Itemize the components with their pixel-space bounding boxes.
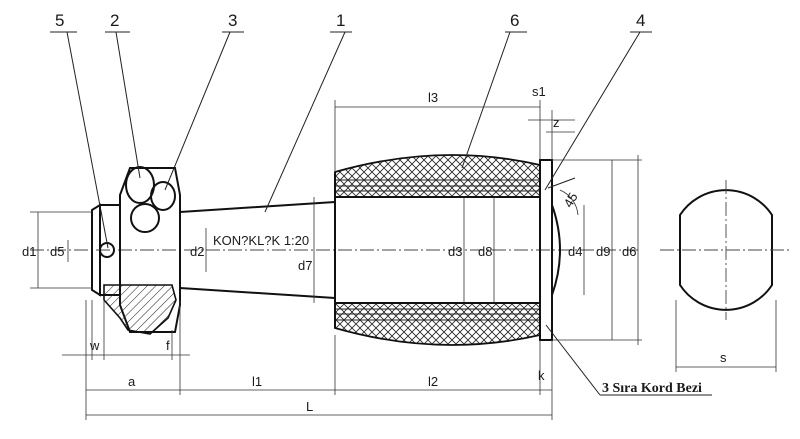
leaders (50, 31, 652, 249)
dim-f: f (166, 338, 170, 353)
dim-a: a (128, 374, 136, 389)
dim-z: z (553, 115, 560, 130)
dim-k: k (538, 368, 545, 383)
dim-d3: d3 (448, 244, 462, 259)
dim-d5: d5 (50, 244, 64, 259)
nut-section-hatch (103, 284, 177, 335)
dim-s: s (720, 350, 727, 365)
dim-s1: s1 (532, 84, 546, 99)
dim-d2: d2 (190, 244, 204, 259)
dim-d7: d7 (298, 258, 312, 273)
rubber-bottom (334, 302, 541, 346)
bushing-body (334, 154, 576, 346)
dim-d6: d6 (622, 244, 636, 259)
part-number-6: 6 (510, 11, 519, 30)
tapered-shaft (179, 201, 336, 299)
vertical-dimension-lines (30, 155, 642, 345)
dim-l2: l2 (428, 374, 438, 389)
dim-l3: l3 (428, 90, 438, 105)
dim-L: L (306, 399, 313, 414)
dim-d1: d1 (22, 244, 36, 259)
nut-assembly (91, 166, 181, 335)
part-number-4: 4 (636, 11, 645, 30)
horizontal-dimension-lines (62, 100, 777, 420)
part-number-2: 2 (110, 11, 119, 30)
angle-arc (559, 189, 579, 216)
dim-d4: d4 (568, 244, 582, 259)
cord-annotation: 3 Sıra Kord Bezi (602, 381, 702, 396)
end-view (660, 180, 790, 320)
dim-d9: d9 (596, 244, 610, 259)
dim-w: w (89, 338, 100, 353)
annotation-leader (545, 324, 601, 396)
dim-l1: l1 (252, 374, 262, 389)
part-number-5: 5 (55, 11, 64, 30)
taper-note: KON?KL?K 1:20 (213, 233, 309, 248)
part-number-1: 1 (336, 11, 345, 30)
part-number-3: 3 (228, 11, 237, 30)
angle-label: 45 (560, 190, 580, 210)
dim-d8: d8 (478, 244, 492, 259)
